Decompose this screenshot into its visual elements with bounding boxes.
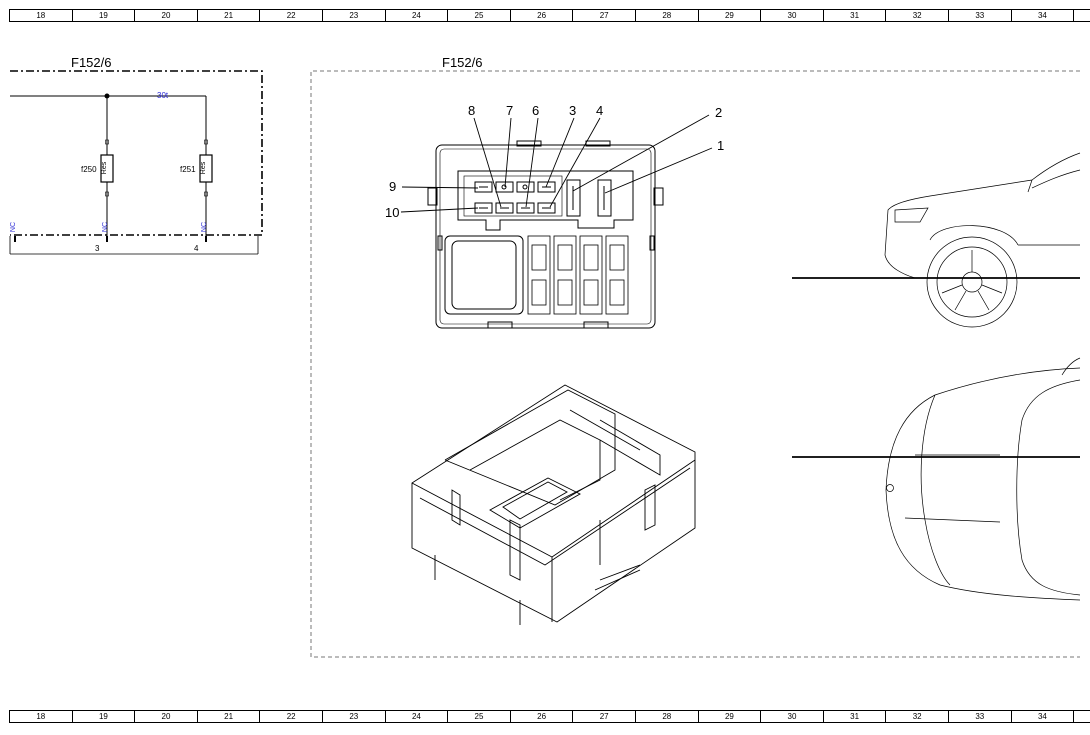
schematic-block <box>9 70 263 255</box>
ruler-column-number: 33 <box>948 10 1011 21</box>
ruler-column-number: 34 <box>1010 711 1074 722</box>
nc-label: NC <box>201 221 209 233</box>
ruler-column-number: 20 <box>134 711 197 722</box>
fuse-name: f251 <box>180 165 196 174</box>
ruler-column-number: 22 <box>259 711 322 722</box>
ruler-column-number: 25 <box>447 10 510 21</box>
fuse-name: f250 <box>81 165 97 174</box>
component-label-connector: F152/6 <box>442 55 483 70</box>
ruler-column-number: 27 <box>572 711 635 722</box>
pin-callout: 7 <box>506 103 514 118</box>
pin-number: 3 <box>95 244 100 253</box>
ruler-column-number: 26 <box>509 711 573 722</box>
ruler-column-number: 33 <box>948 711 1011 722</box>
component-label-schematic: F152/6 <box>71 55 112 70</box>
ruler-column-number: 27 <box>572 10 635 21</box>
ruler-column-number: 23 <box>322 10 385 21</box>
ruler-column-end <box>1073 10 1090 21</box>
ruler-column-number: 20 <box>134 10 197 21</box>
ruler-column-number: 24 <box>384 10 448 21</box>
net-label: 30t <box>157 91 169 100</box>
ruler-column-number: 19 <box>71 711 135 722</box>
vehicle-side-view <box>884 152 1081 328</box>
dashed-frame <box>310 70 1080 658</box>
ruler-column-number: 34 <box>1010 10 1074 21</box>
ruler-column-end <box>1073 711 1090 722</box>
ruler-column-number: 29 <box>697 10 761 21</box>
ruler-column-number: 32 <box>885 711 948 722</box>
ruler-column-number: 26 <box>509 10 573 21</box>
pin-callout: 10 <box>385 205 400 220</box>
ruler-column-number: 21 <box>196 711 260 722</box>
ruler-column-number: 28 <box>635 10 698 21</box>
ruler-column-number: 29 <box>697 711 761 722</box>
ruler-column-number: 24 <box>384 711 448 722</box>
pin-callout: 6 <box>532 103 540 118</box>
pin-callout: 8 <box>468 103 476 118</box>
pin-callout: 4 <box>596 103 604 118</box>
fuse-value: Res <box>101 161 109 175</box>
pin-callout: 1 <box>717 138 725 153</box>
ruler-column-number: 30 <box>760 10 823 21</box>
ruler-column-number: 30 <box>760 711 823 722</box>
ruler-column-number: 22 <box>259 10 322 21</box>
nc-label: NC <box>10 221 18 233</box>
ruler-column-number: 18 <box>9 10 72 21</box>
ruler-column-number: 31 <box>822 10 886 21</box>
ruler-column-number: 23 <box>322 711 385 722</box>
pin-number: 4 <box>194 244 199 253</box>
connector-iso-view <box>411 384 696 625</box>
ruler-column-number: 21 <box>196 10 260 21</box>
pin-callout: 2 <box>715 105 723 120</box>
nc-label: NC <box>102 221 110 233</box>
pin-callout: 3 <box>569 103 577 118</box>
ruler-column-number: 28 <box>635 711 698 722</box>
ruler-column-number: 32 <box>885 10 948 21</box>
ruler-column-number: 31 <box>822 711 886 722</box>
ruler-column-number: 19 <box>71 10 135 21</box>
ruler-column-number: 18 <box>9 711 72 722</box>
vehicle-top-view <box>885 357 1081 601</box>
fuse-value: Res <box>200 161 208 175</box>
pin-callout: 9 <box>389 179 397 194</box>
connector-top-view <box>400 114 713 329</box>
ruler-column-number: 25 <box>447 711 510 722</box>
